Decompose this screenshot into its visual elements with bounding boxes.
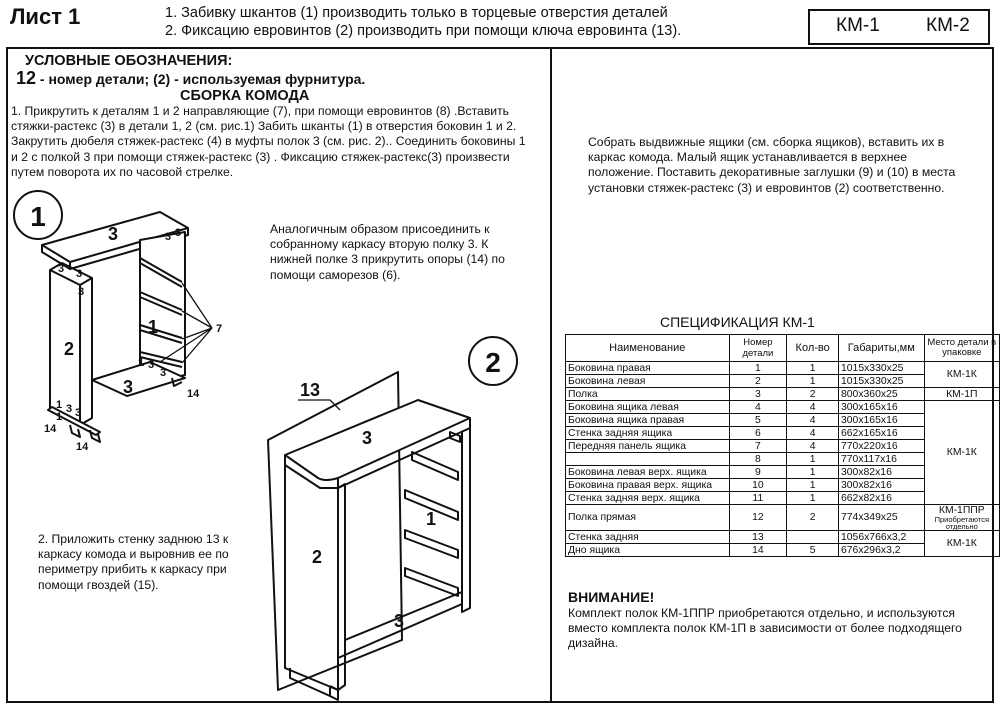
text-line: 2. Приложить стенку заднюю 13 к — [38, 532, 229, 546]
figure-2-labels: 13 3 2 3 1 — [300, 380, 436, 631]
svg-text:1: 1 — [426, 509, 436, 529]
pack-cell: КМ-1К — [923, 530, 1000, 557]
pack-cell: КМ-1К — [923, 361, 1000, 388]
text-line: дизайна. — [568, 636, 618, 651]
figure-1-small-labels: 7 14 14 14 3 3 3 3 3 3 3 1 1 1 3 3 — [44, 227, 222, 453]
spec-title: СПЕЦИФИКАЦИЯ КМ-1 — [660, 314, 815, 330]
col-name: Наименование — [565, 334, 730, 362]
spec-table: Наименование Номер детали Кол-во Габарит… — [565, 334, 1000, 557]
figure-number: 2 — [485, 347, 501, 378]
svg-text:1: 1 — [56, 411, 62, 423]
text-line: стяжки-растекс (3) в детали 1, 2 (см. ри… — [11, 119, 517, 134]
svg-text:3: 3 — [394, 611, 404, 631]
step-1-text: 1. Прикрутить к деталям 1 и 2 направляющ… — [11, 104, 541, 180]
spec-header-row: Наименование Номер детали Кол-во Габарит… — [565, 334, 1000, 362]
text-line: нижней полке 3 прикрутить опоры (14) по — [270, 252, 505, 267]
warning-text: Комплект полок КМ-1ППР приобретаются отд… — [568, 606, 988, 652]
text-line: Комплект полок КМ-1ППР приобретаются отд… — [568, 606, 956, 620]
pack-cell: КМ-1П — [923, 387, 1000, 401]
svg-text:2: 2 — [64, 339, 74, 359]
assembly-title: СБОРКА КОМОДА — [180, 88, 310, 104]
model-label: КМ-2 — [926, 15, 970, 36]
col-pack: Место детали в упаковке — [923, 334, 1000, 362]
col-dims: Габариты,мм — [838, 334, 925, 362]
legend-title: УСЛОВНЫЕ ОБОЗНАЧЕНИЯ: — [25, 53, 233, 69]
text-line: положение. Поставить декоративные заглуш… — [588, 165, 956, 180]
svg-text:1: 1 — [138, 357, 144, 369]
sheet-title: Лист 1 — [10, 4, 81, 29]
svg-text:3: 3 — [78, 286, 84, 298]
svg-text:1: 1 — [148, 317, 158, 337]
figure-number: 1 — [30, 201, 46, 232]
legend-text: - номер детали; (2) - используемая фурни… — [36, 71, 366, 87]
figure-2-marker: 2 — [468, 336, 518, 386]
col-qty: Кол-во — [786, 334, 839, 362]
text-line: 1. Прикрутить к деталям 1 и 2 направляющ… — [11, 104, 510, 118]
general-notes: 1. Забивку шкантов (1) производить тольк… — [165, 4, 681, 40]
svg-text:3: 3 — [148, 359, 154, 371]
text-line: путем поворота их по часовой стрелке. — [11, 164, 234, 179]
text-line: каркасу комода и выровнив ее по — [38, 547, 229, 562]
figure-2-drawing — [267, 371, 471, 701]
text-line: установки стяжек-растекс (3) и евровинто… — [588, 180, 945, 195]
svg-text:1: 1 — [56, 399, 62, 411]
svg-text:14: 14 — [44, 423, 57, 435]
svg-text:14: 14 — [76, 441, 89, 453]
text-line: Аналогичным образом присоединить к — [270, 222, 490, 236]
svg-text:3: 3 — [108, 224, 118, 244]
svg-text:3: 3 — [165, 231, 171, 243]
svg-text:3: 3 — [75, 407, 81, 419]
svg-text:7: 7 — [216, 323, 222, 335]
legend-line: 12 - номер детали; (2) - используемая фу… — [16, 68, 365, 89]
model-label: КМ-1 — [836, 15, 880, 36]
figure-1-marker: 1 — [13, 190, 63, 240]
svg-text:3: 3 — [362, 428, 372, 448]
text-line: помощи гвоздей (15). — [38, 577, 159, 592]
svg-text:14: 14 — [187, 388, 200, 400]
pack-cell-optional: КМ-1ППР Приобретаются отдельно — [923, 504, 1000, 531]
svg-text:2: 2 — [312, 547, 322, 567]
figure-1-labels: 3 2 3 1 — [64, 224, 158, 397]
model-box: КМ-1 КМ-2 — [808, 9, 990, 45]
text-line: периметру прибить к каркасу при — [38, 562, 227, 577]
general-note: 2. Фиксацию евровинтов (2) производить п… — [165, 23, 682, 39]
svg-text:3: 3 — [66, 403, 72, 415]
text-line: Закрутить дюбеля стяжек-растекс (4) в му… — [11, 134, 526, 149]
svg-text:3: 3 — [123, 377, 133, 397]
col-number: Номер детали — [728, 334, 788, 362]
svg-text:3: 3 — [160, 367, 166, 379]
legend-number-example: 12 — [16, 68, 37, 88]
general-note: 1. Забивку шкантов (1) производить тольк… — [165, 5, 668, 21]
svg-text:3: 3 — [58, 263, 64, 275]
figure-1-drawing — [41, 211, 213, 443]
warning-title: ВНИМАНИЕ! — [568, 589, 655, 605]
svg-text:3: 3 — [175, 227, 181, 239]
text-line: вместо комплекта полок КМ-1П в зависимос… — [568, 621, 962, 636]
drawers-instruction: Собрать выдвижные ящики (см. сборка ящик… — [588, 135, 978, 196]
svg-text:13: 13 — [300, 380, 320, 400]
text-line: и 2 с полкой 3 при помощи стяжек-растекс… — [11, 149, 510, 164]
pack-cell: КМ-1К — [923, 400, 1000, 505]
similar-step-text: Аналогичным образом присоединить к собра… — [270, 222, 540, 283]
text-line: каркас комода. Малый ящик устанавливаетс… — [588, 150, 908, 165]
text-line: собранному каркасу вторую полку 3. К — [270, 237, 489, 252]
text-line: помощи саморезов (6). — [270, 267, 401, 282]
text-line: Собрать выдвижные ящики (см. сборка ящик… — [588, 135, 945, 149]
step-2-text: 2. Приложить стенку заднюю 13 к каркасу … — [38, 532, 248, 593]
svg-text:3: 3 — [76, 268, 82, 280]
column-divider — [550, 47, 552, 703]
